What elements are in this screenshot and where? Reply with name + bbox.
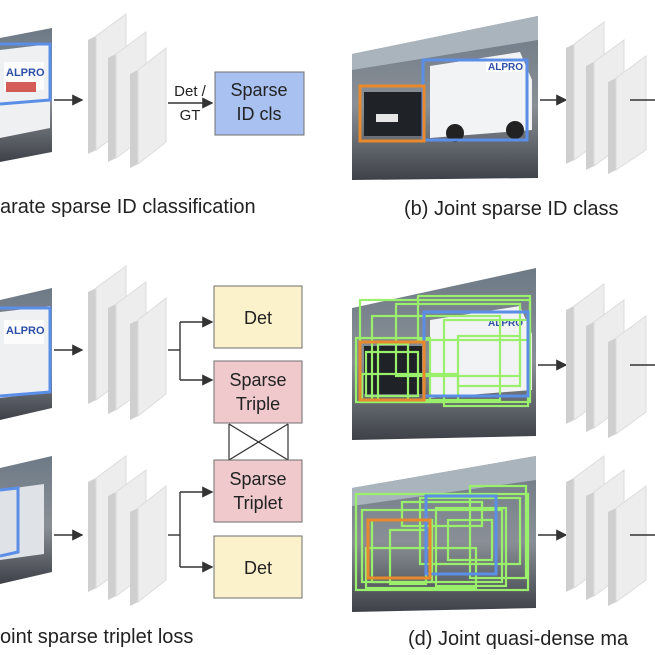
panel-b-frame-image: ALPRO	[352, 16, 538, 180]
backbone-layers	[566, 455, 647, 606]
orange-bbox	[358, 84, 426, 143]
panel-d: ALPRO	[352, 268, 655, 612]
arrow-label-gt: GT	[180, 107, 201, 124]
sparse-triplet-line2: Triplet	[233, 493, 282, 513]
backbone-layers	[88, 455, 167, 606]
panel-c: ALPRO Det Sparse Triple Sparse	[0, 265, 303, 606]
sparse-id-cls-box	[214, 71, 305, 136]
det-top-label: Det	[244, 308, 272, 328]
van-logo-text: ALPRO	[6, 67, 45, 79]
panel-d-frame-image-bottom	[352, 456, 536, 612]
sparse-id-cls-line2: ID cls	[237, 104, 282, 124]
arrow-label-det: Det /	[174, 83, 207, 100]
caption-panel-b: (b) Joint sparse ID class	[404, 198, 619, 220]
orange-bbox	[366, 518, 432, 580]
panel-c-frame-image-bottom	[0, 456, 52, 584]
backbone-layers	[566, 21, 647, 174]
blue-bbox	[0, 42, 52, 106]
panel-c-frame-image-top: ALPRO	[0, 288, 52, 420]
backbone-layers	[88, 265, 167, 420]
sparse-triple-line1: Sparse	[229, 370, 286, 390]
det-box-bottom	[213, 535, 303, 599]
backbone-layers	[88, 13, 167, 168]
pairing-cross	[228, 423, 289, 461]
panel-a: ALPRO Det / GT Sparse ID cls	[0, 13, 305, 168]
orange-bbox	[358, 340, 426, 402]
caption-panel-a: arate sparse ID classification	[0, 196, 256, 218]
van-logo-text: ALPRO	[6, 325, 45, 337]
sparse-triplet-box	[213, 459, 303, 523]
backbone-layers	[566, 283, 647, 438]
caption-panel-c: oint sparse triplet loss	[0, 626, 194, 648]
panel-d-frame-image-top: ALPRO	[352, 268, 536, 440]
van-logo-text: ALPRO	[488, 318, 523, 329]
blue-bbox	[0, 306, 52, 398]
dense-proposal-boxes	[354, 484, 530, 592]
det-box-top	[213, 285, 303, 349]
panel-a-frame-image: ALPRO	[0, 28, 52, 162]
blue-bbox	[424, 494, 498, 576]
sparse-triple-line2: Triple	[236, 394, 280, 414]
sparse-triple-box	[213, 360, 303, 424]
van-logo-text: ALPRO	[488, 62, 523, 73]
sparse-triplet-line1: Sparse	[229, 469, 286, 489]
panel-b: ALPRO	[352, 16, 655, 180]
det-bottom-label: Det	[244, 558, 272, 578]
blue-bbox	[0, 486, 20, 558]
sparse-id-cls-line1: Sparse	[230, 80, 287, 100]
caption-panel-d: (d) Joint quasi-dense ma	[408, 628, 629, 650]
